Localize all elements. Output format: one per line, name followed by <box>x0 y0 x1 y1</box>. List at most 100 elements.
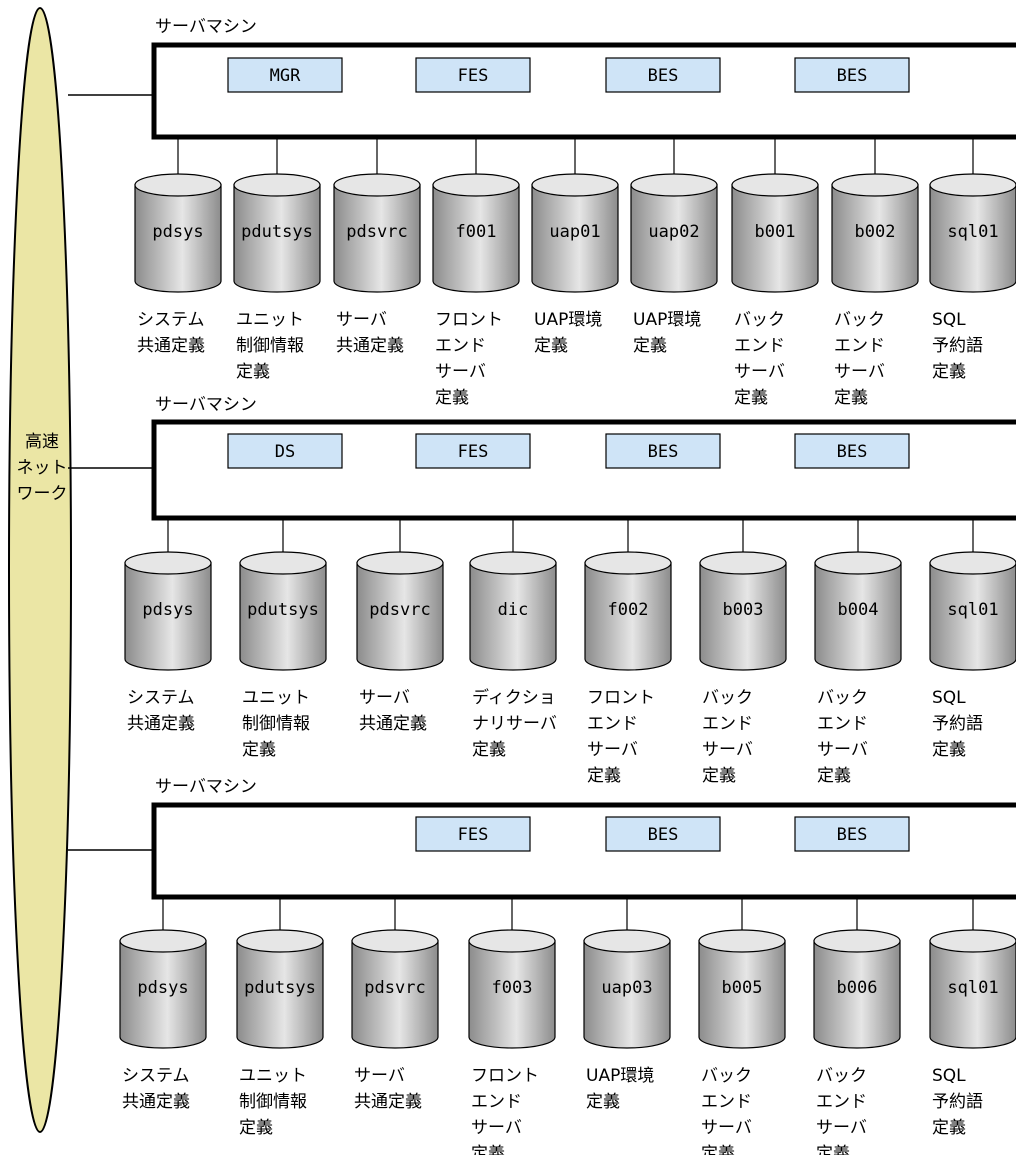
disk-description-line: ユニット <box>239 1066 307 1086</box>
disk-description-line: 制御情報 <box>239 1092 307 1112</box>
disk-name: uap01 <box>549 222 600 242</box>
disk-name: pdsys <box>152 222 203 242</box>
disk-top <box>351 929 439 953</box>
high-speed-network: 高速 ネット ワーク <box>8 7 72 1133</box>
disk-body <box>124 562 212 671</box>
process-bes: BES <box>605 433 721 469</box>
disk-description-line: サーバ <box>435 362 486 382</box>
disk-description-line: SQL <box>932 688 966 708</box>
disk-description-line: サーバ <box>354 1066 405 1086</box>
disk-top <box>239 551 327 575</box>
disk-description-line: 定義 <box>817 766 851 786</box>
disk-description-line: サーバ <box>702 740 753 760</box>
disk-top <box>134 173 222 197</box>
disk-description-line: UAP環境 <box>633 310 701 330</box>
disk-description-line: バック <box>834 310 885 330</box>
disk-body <box>831 184 919 293</box>
process-label: BES <box>837 66 868 86</box>
process-label: BES <box>648 442 679 462</box>
machine-title: サーバマシン <box>155 395 257 415</box>
disk-body <box>814 562 902 671</box>
disk-description-line: エンド <box>435 336 486 356</box>
disk-body <box>813 940 901 1049</box>
disk-description-line: 定義 <box>932 1118 966 1138</box>
disk-description-line: バック <box>702 688 753 708</box>
disk-description-line: 共通定義 <box>137 336 205 356</box>
disk-name: b004 <box>838 600 879 620</box>
process-label: FES <box>458 66 489 86</box>
disk-description-line: バック <box>701 1066 752 1086</box>
disk-body <box>119 940 207 1049</box>
disk-body <box>432 184 520 293</box>
disk-description-line: 共通定義 <box>122 1092 190 1112</box>
disk-body <box>731 184 819 293</box>
disk-description-line: 定義 <box>701 1144 735 1155</box>
disk-body <box>233 184 321 293</box>
disk-name: f003 <box>492 978 533 998</box>
disk-top <box>584 551 672 575</box>
disk-top <box>233 173 321 197</box>
disk-top <box>124 551 212 575</box>
process-label: FES <box>458 442 489 462</box>
disk-body <box>351 940 439 1049</box>
disk-description-line: 定義 <box>586 1092 620 1112</box>
disk-description-line: ユニット <box>242 688 310 708</box>
process-label: BES <box>648 66 679 86</box>
disk-body <box>239 562 327 671</box>
disk-top <box>929 929 1016 953</box>
disk-description-line: エンド <box>834 336 885 356</box>
process-mgr: MGR <box>227 57 343 93</box>
disk-body <box>584 562 672 671</box>
disk-name: sql01 <box>947 600 998 620</box>
disk-top <box>531 173 619 197</box>
disk-description-line: サーバ <box>359 688 410 708</box>
disk-description-line: エンド <box>817 714 868 734</box>
disk-description-line: サーバ <box>817 740 868 760</box>
disk-description-line: サーバ <box>816 1118 867 1138</box>
process-fes: FES <box>415 433 531 469</box>
disk-name: sql01 <box>947 222 998 242</box>
disk-body <box>134 184 222 293</box>
disk-description-line: 定義 <box>587 766 621 786</box>
disk-top <box>432 173 520 197</box>
disk-description-line: エンド <box>702 714 753 734</box>
disk-body <box>698 940 786 1049</box>
disk-description-line: エンド <box>471 1092 522 1112</box>
disk-body <box>356 562 444 671</box>
disk-top <box>814 551 902 575</box>
network-label-line-3: ワーク <box>17 484 68 504</box>
disk-description-line: サーバ <box>701 1118 752 1138</box>
disk-body <box>929 562 1016 671</box>
disk-description-line: UAP環境 <box>586 1066 654 1086</box>
process-label: FES <box>458 825 489 845</box>
disk-name: pdutsys <box>244 978 316 998</box>
disk-name: b005 <box>722 978 763 998</box>
disk-description-line: 定義 <box>932 362 966 382</box>
disk-description-line: フロント <box>471 1066 539 1086</box>
disk-description-line: 定義 <box>435 388 469 408</box>
disk-name: pdutsys <box>247 600 319 620</box>
disk-description-line: 定義 <box>239 1118 273 1138</box>
disk-name: pdsvrc <box>346 222 407 242</box>
disk-description-line: エンド <box>587 714 638 734</box>
disk-body <box>929 940 1016 1049</box>
disk-description-line: 共通定義 <box>127 714 195 734</box>
disk-description-line: フロント <box>435 310 503 330</box>
disk-top <box>929 551 1016 575</box>
disk-body <box>699 562 787 671</box>
disk-description-line: 予約語 <box>932 1092 983 1112</box>
disk-description-line: フロント <box>587 688 655 708</box>
disk-description-line: ディクショ <box>472 687 556 708</box>
disk-description-line: 定義 <box>471 1144 505 1155</box>
disk-description-line: ナリサーバ <box>472 714 557 734</box>
disk-description-line: エンド <box>816 1092 867 1112</box>
